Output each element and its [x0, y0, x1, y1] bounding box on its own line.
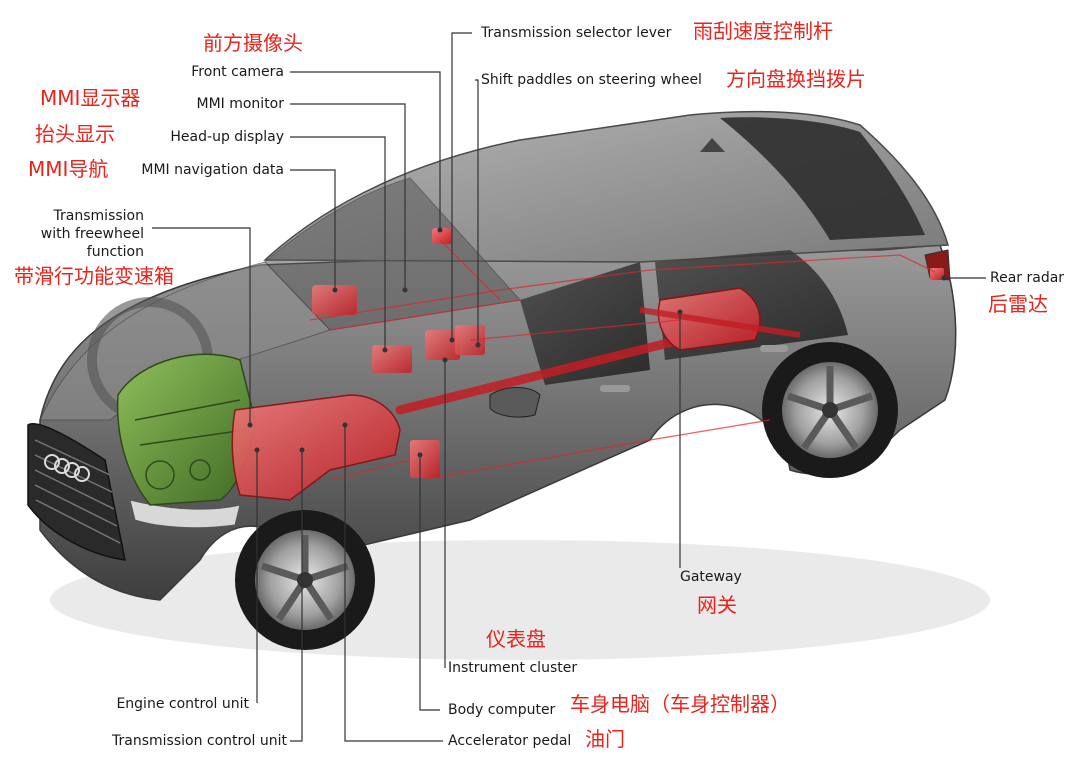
body-computer-unit — [410, 440, 440, 478]
leader-dots — [247, 227, 947, 458]
front-wheel-hub — [297, 572, 313, 588]
label-mmi-monitor: MMI monitor — [196, 96, 284, 112]
rear-window — [720, 117, 925, 240]
door-handle-rear — [760, 345, 788, 352]
label-accelerator-pedal: Accelerator pedal — [448, 733, 572, 749]
label-gateway: Gateway — [680, 569, 742, 585]
audi-rings-logo — [44, 454, 90, 482]
label-transmission-line1: Transmission — [53, 208, 144, 224]
label-zh-body-computer: 车身电脑（车身控制器） — [570, 692, 790, 716]
label-zh-gateway: 网关 — [697, 593, 737, 617]
mmi-unit — [312, 285, 357, 315]
label-zh-instrument-cluster: 仪表盘 — [486, 627, 546, 651]
drive-shaft — [395, 335, 685, 415]
label-transmission-control-unit: Transmission control unit — [112, 733, 287, 749]
leader-lines — [152, 32, 986, 742]
label-front-camera: Front camera — [191, 64, 284, 80]
door-handle-front — [600, 385, 630, 392]
label-mmi-navigation: MMI navigation data — [141, 162, 284, 178]
instrument-cluster-unit — [425, 330, 460, 360]
label-zh-transmission-selector: 雨刮速度控制杆 — [693, 19, 833, 43]
label-zh-front-camera: 前方摄像头 — [203, 31, 303, 55]
label-shift-paddles: Shift paddles on steering wheel — [481, 72, 702, 88]
head-up-display-unit — [372, 345, 412, 373]
label-transmission-line2: with freewheel — [40, 226, 144, 242]
grille-slats — [34, 439, 121, 544]
label-instrument-cluster: Instrument cluster — [448, 660, 578, 676]
headlight — [129, 499, 241, 529]
label-head-up-display: Head-up display — [170, 129, 284, 145]
grille — [27, 423, 126, 561]
label-zh-mmi-navigation: MMI导航 — [28, 157, 109, 181]
label-zh-mmi-monitor: MMI显示器 — [40, 86, 141, 110]
roof-antenna — [700, 138, 725, 152]
rear-wheel-hub — [822, 402, 838, 418]
wiring-network — [309, 239, 936, 481]
label-body-computer: Body computer — [448, 702, 556, 718]
label-transmission-selector: Transmission selector lever — [481, 25, 672, 41]
label-engine-control-unit: Engine control unit — [116, 696, 249, 712]
label-zh-shift-paddles: 方向盘换挡拨片 — [726, 67, 866, 91]
front-camera-unit — [432, 228, 452, 244]
engine-detail — [134, 399, 246, 490]
label-zh-accelerator-pedal: 油门 — [585, 727, 625, 751]
label-transmission-line3: function — [86, 244, 144, 260]
label-zh-head-up-display: 抬头显示 — [35, 122, 115, 146]
transmission-unit — [231, 394, 401, 501]
label-zh-rear-radar: 后雷达 — [988, 292, 1048, 316]
rear-axle — [639, 307, 801, 338]
label-rear-radar: Rear radar — [990, 270, 1065, 286]
label-zh-transmission: 带滑行功能变速箱 — [14, 264, 174, 288]
side-mirror — [489, 387, 541, 418]
